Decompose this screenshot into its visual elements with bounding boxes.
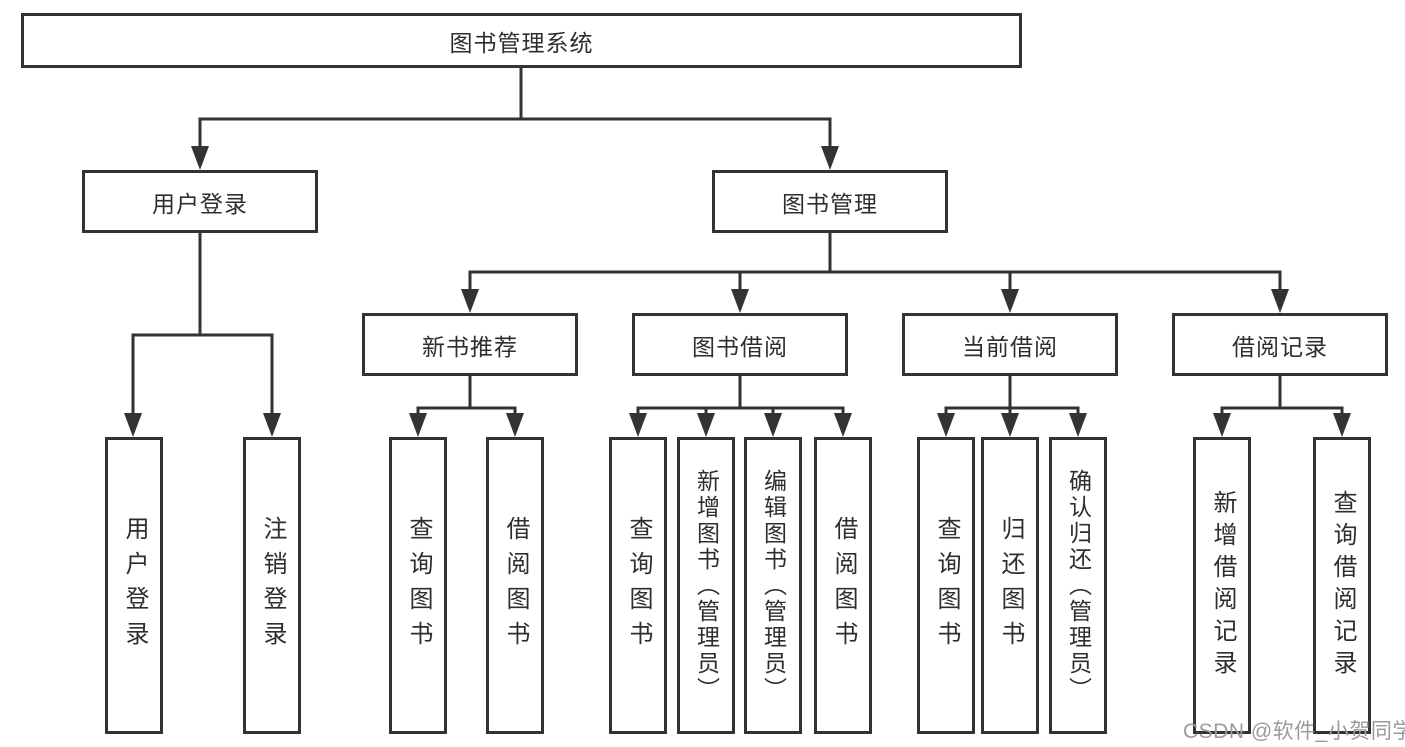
node-leaf-query-books-3: 查询图书 xyxy=(917,437,975,734)
node-book-borrow: 图书借阅 xyxy=(632,313,848,376)
node-leaf-return-books: 归还图书 xyxy=(981,437,1039,734)
node-leaf-add-books-admin: 新增图书（管理员） xyxy=(677,437,735,734)
node-root-label: 图书管理系统 xyxy=(449,29,594,56)
node-book-management-label: 图书管理 xyxy=(782,190,878,217)
node-current-borrow-label: 当前借阅 xyxy=(962,333,1058,360)
node-book-borrow-label: 图书借阅 xyxy=(692,333,788,360)
node-leaf-edit-books-admin: 编辑图书（管理员） xyxy=(744,437,802,734)
leaf-label: 注销登录 xyxy=(259,515,286,656)
csdn-watermark: CSDN @软件_小贺同学 xyxy=(1183,720,1405,743)
node-leaf-logout: 注销登录 xyxy=(243,437,301,734)
node-root-system: 图书管理系统 xyxy=(21,13,1022,68)
leaf-label: 归还图书 xyxy=(997,515,1024,656)
node-leaf-borrow-books-1: 借阅图书 xyxy=(486,437,544,734)
leaf-label: 借阅图书 xyxy=(502,515,529,656)
node-user-login-label: 用户登录 xyxy=(152,190,248,217)
leaf-label: 新增图书（管理员） xyxy=(693,468,720,703)
node-new-book-recommend: 新书推荐 xyxy=(362,313,578,376)
node-new-book-recommend-label: 新书推荐 xyxy=(422,333,518,360)
leaf-label: 查询图书 xyxy=(405,515,432,656)
node-leaf-query-borrow-record: 查询借阅记录 xyxy=(1313,437,1371,734)
leaf-label: 查询图书 xyxy=(625,515,652,656)
arrowheads xyxy=(124,146,1351,437)
node-current-borrow: 当前借阅 xyxy=(902,313,1118,376)
node-book-management: 图书管理 xyxy=(712,170,948,233)
leaf-label: 确认归还（管理员） xyxy=(1065,468,1092,703)
node-leaf-add-borrow-record: 新增借阅记录 xyxy=(1193,437,1251,734)
leaf-label: 编辑图书（管理员） xyxy=(760,468,787,703)
node-leaf-confirm-return-admin: 确认归还（管理员） xyxy=(1049,437,1107,734)
node-leaf-query-books-2: 查询图书 xyxy=(609,437,667,734)
leaf-label: 借阅图书 xyxy=(830,515,857,656)
leaf-label: 用户登录 xyxy=(121,515,148,656)
node-leaf-borrow-books-2: 借阅图书 xyxy=(814,437,872,734)
node-borrow-records: 借阅记录 xyxy=(1172,313,1388,376)
leaf-label: 查询图书 xyxy=(933,515,960,656)
leaf-label: 查询借阅记录 xyxy=(1329,489,1356,682)
node-leaf-user-login: 用户登录 xyxy=(105,437,163,734)
node-borrow-records-label: 借阅记录 xyxy=(1232,333,1328,360)
leaf-label: 新增借阅记录 xyxy=(1209,489,1236,682)
node-user-login: 用户登录 xyxy=(82,170,318,233)
node-leaf-query-books-1: 查询图书 xyxy=(389,437,447,734)
